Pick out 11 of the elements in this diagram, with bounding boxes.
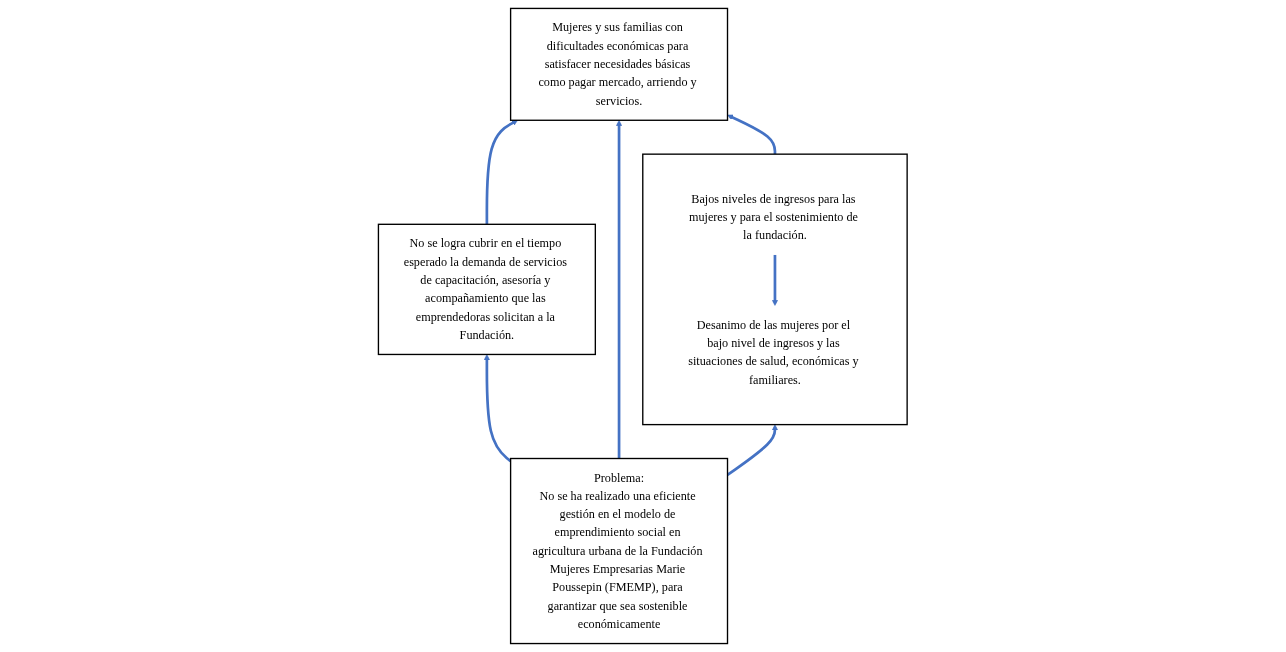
node-text: Bajos niveles de ingresos para las mujeres y para el sostenimiento de la fundación. — [689, 191, 859, 242]
arrow — [485, 120, 519, 225]
node-box: Problema: No se ha realizado una eficiente gestión en el modelo de emprendimiento social en agricultura urbana de la Fundación Mujeres Empresarias Marie Poussepin (FMEMP), para garantizar que sea sostenible económicamente — [510, 457, 729, 645]
arrow — [616, 120, 623, 459]
arrow — [772, 254, 779, 306]
node-box: Mujeres y sus familias con dificultades económicas para satisfacer necesidades básicas como pagar mercado, arriendo y servicios. — [510, 7, 729, 121]
arrow — [727, 114, 777, 155]
node-box: No se logra cubrir en el tiempo esperado la demanda de servicios de capacitación, asesoría y acompañamiento que las emprendedoras solicitan a la Fundación. — [377, 223, 597, 356]
arrow — [484, 354, 512, 463]
node-text: Desanimo de las mujeres por el bajo nivel de ingresos y las situaciones de salud, económicas y familiares. — [688, 317, 859, 387]
cluster — [642, 153, 909, 426]
